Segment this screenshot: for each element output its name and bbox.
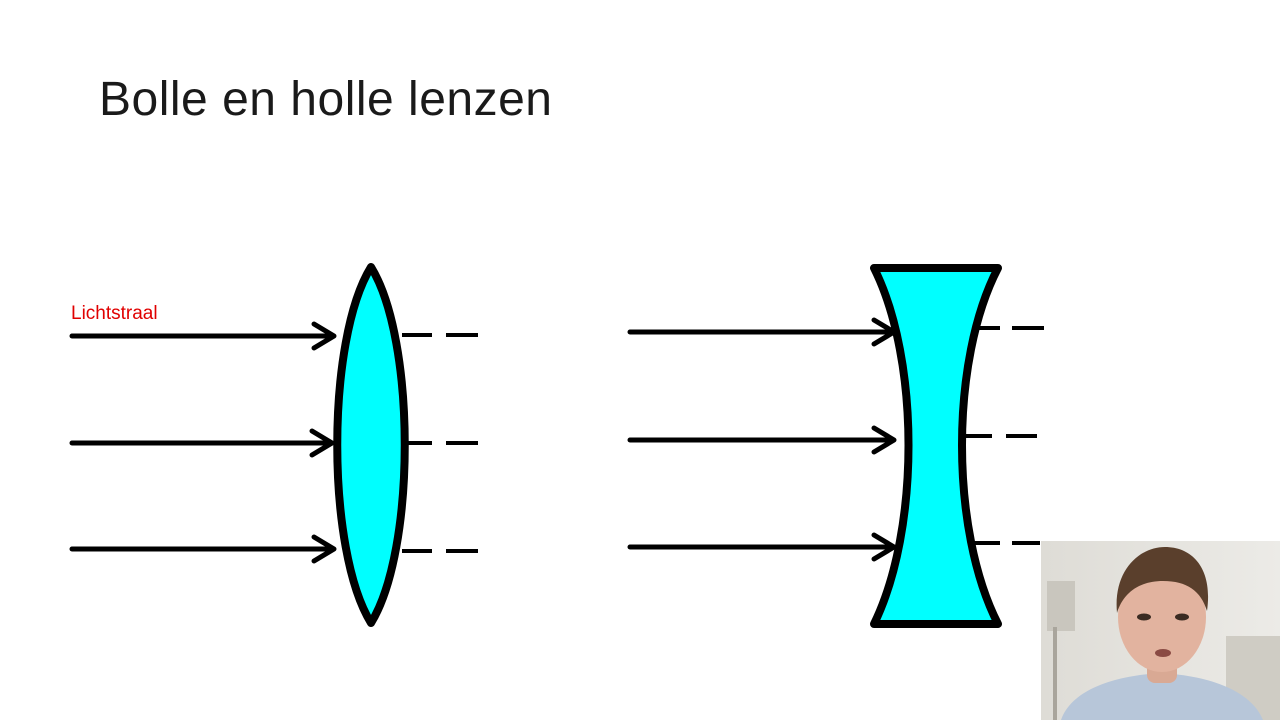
convex-ray-middle-arrowhead [309, 428, 335, 458]
concave-ray-middle-arrowhead [871, 425, 897, 455]
slide-title: Bolle en holle lenzen [99, 73, 553, 126]
convex-lens [333, 263, 409, 627]
concave-ray-bottom-arrowhead [871, 532, 897, 562]
light-ray-label: Lichtstraal [71, 303, 158, 324]
convex-incoming-rays [69, 321, 337, 564]
concave-dashed-continuations [966, 326, 1044, 545]
concave-lens [870, 264, 1002, 628]
convex-ray-bottom-arrowhead [311, 534, 337, 564]
concave-ray-top-arrowhead [871, 317, 897, 347]
convex-dashed-continuations [402, 333, 478, 553]
presenter-webcam-image [1041, 541, 1280, 720]
convex-ray-top-arrowhead [311, 321, 337, 351]
presenter-webcam [1041, 541, 1280, 720]
concave-incoming-rays [627, 317, 897, 562]
